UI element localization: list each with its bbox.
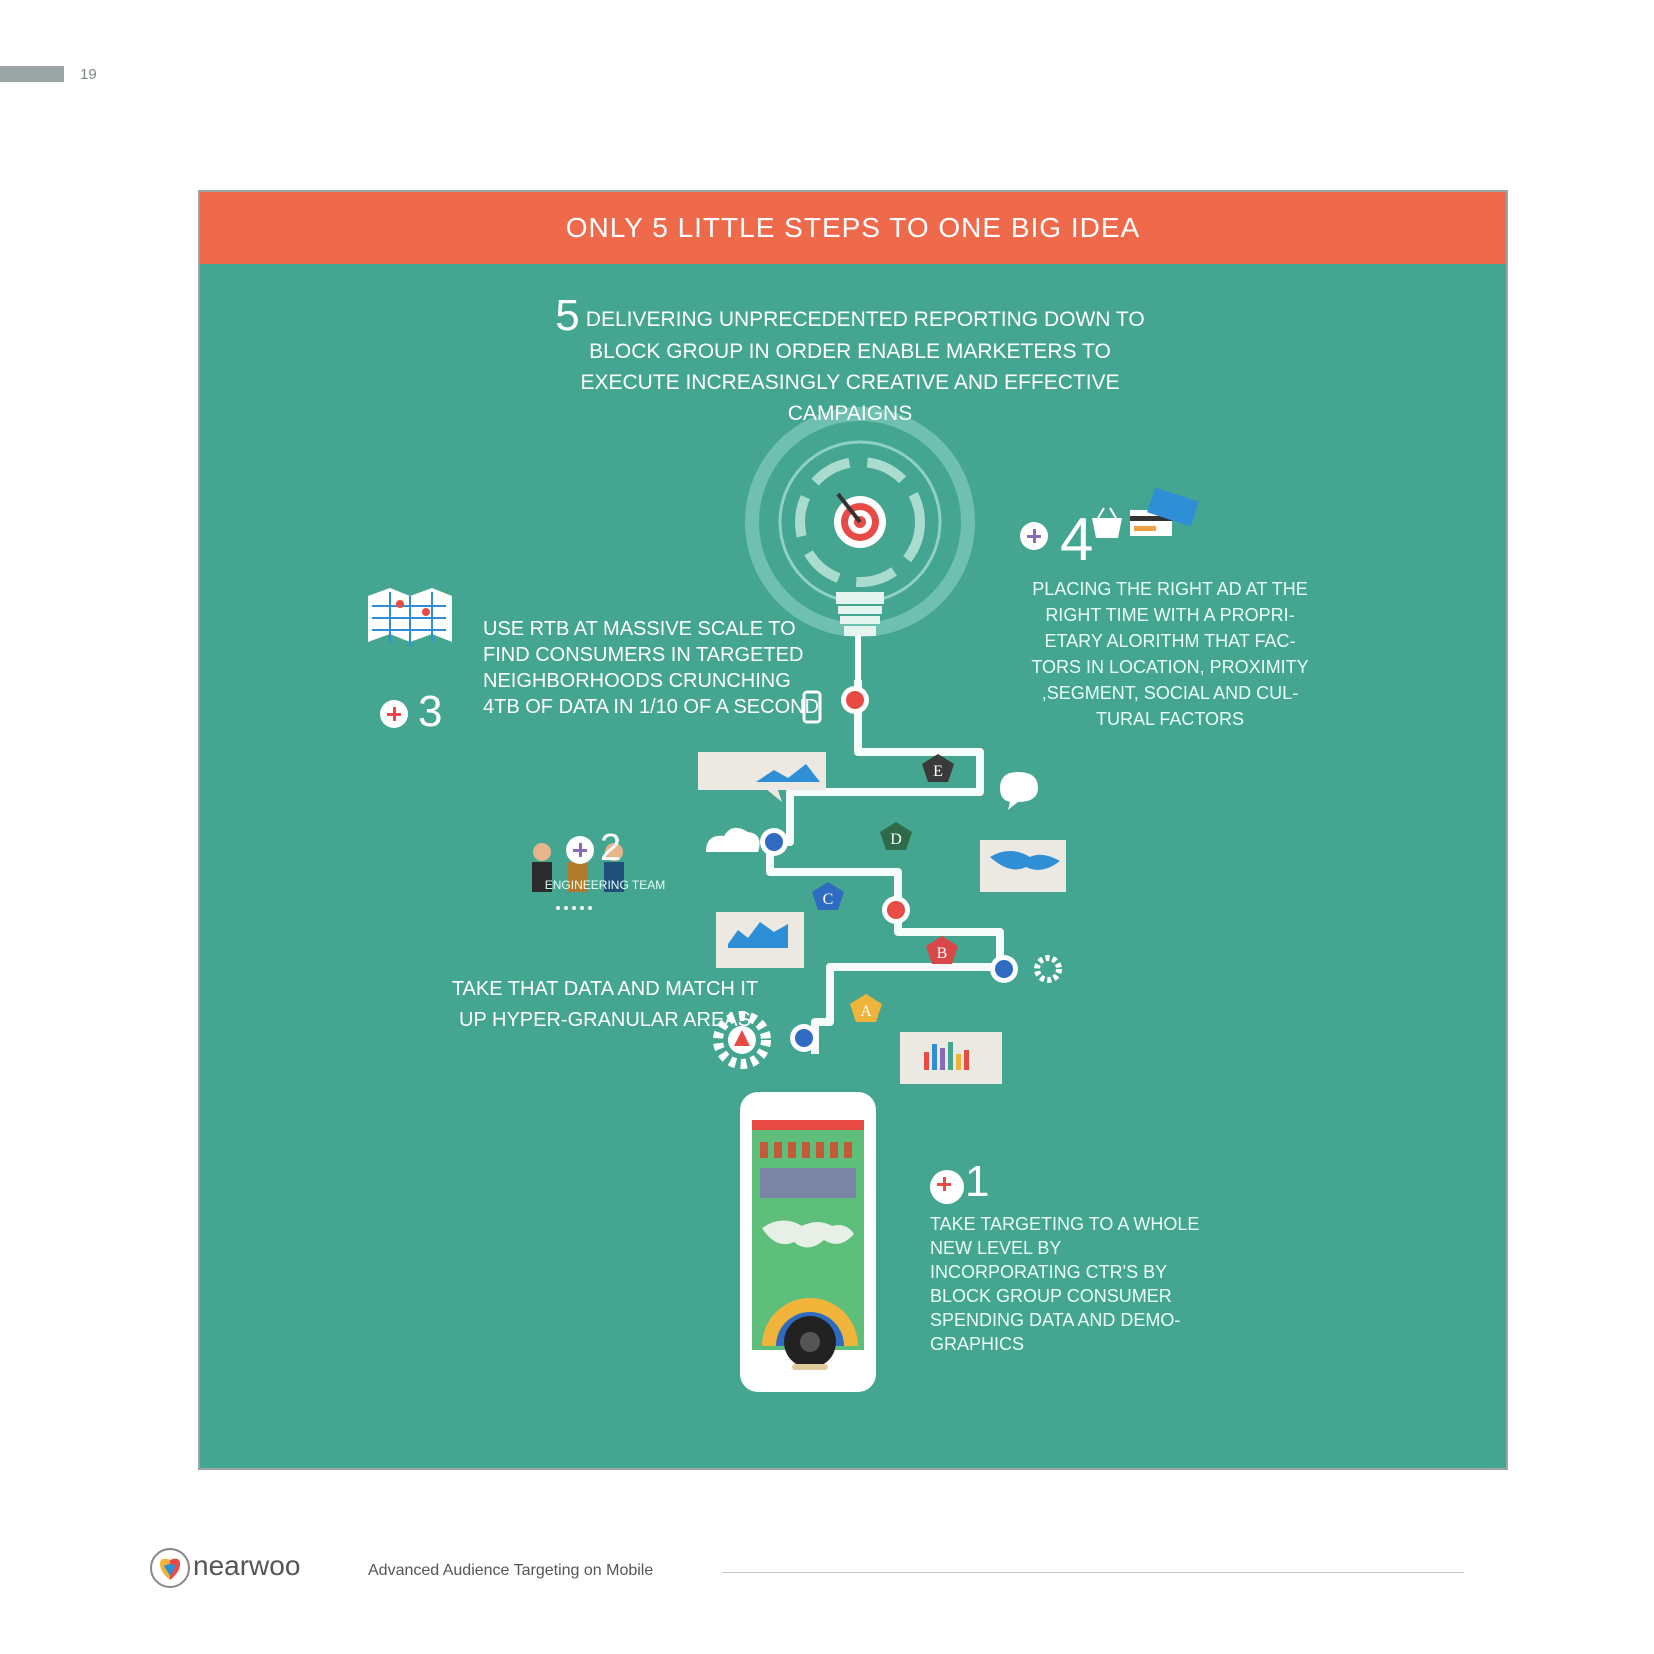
lightbulb-target-icon bbox=[745, 407, 975, 680]
infographic-panel: ONLY 5 LITTLE STEPS TO ONE BIG IDEA bbox=[198, 190, 1508, 1470]
infographic-title: ONLY 5 LITTLE STEPS TO ONE BIG IDEA bbox=[565, 212, 1141, 243]
smartphone-illustration bbox=[740, 1092, 876, 1392]
chart-card-left bbox=[716, 912, 804, 968]
step-3-number: 3 bbox=[418, 687, 443, 736]
step-5-text: DELIVERING UNPRECEDENTED REPORTING DOWN … bbox=[580, 308, 1145, 425]
map-icon bbox=[368, 588, 452, 646]
infographic-graphics: A B C D E bbox=[368, 407, 1199, 1392]
plus-icon-step-4 bbox=[1020, 522, 1048, 550]
phone-small-icon bbox=[802, 690, 822, 724]
page-marker-bar bbox=[0, 66, 64, 82]
basket-icon bbox=[1092, 507, 1122, 538]
footer-divider bbox=[722, 1572, 1464, 1573]
plus-icon-step-2 bbox=[566, 836, 594, 864]
credit-card-icon bbox=[1130, 487, 1199, 536]
path-node-markers bbox=[760, 686, 1018, 1052]
cloud-icon bbox=[706, 827, 760, 852]
gear-icon-small bbox=[1034, 955, 1062, 983]
step-4-text: PLACING THE RIGHT AD AT THE RIGHT TIME W… bbox=[1031, 579, 1309, 729]
bar-chart-card bbox=[900, 1032, 1002, 1084]
page-number: 19 bbox=[80, 66, 97, 83]
step-5-number: 5 bbox=[555, 291, 580, 340]
world-map-card bbox=[980, 840, 1066, 892]
engineering-team-label: ENGINEERING TEAM bbox=[544, 878, 666, 892]
footer-title: Advanced Audience Targeting on Mobile bbox=[368, 1562, 654, 1579]
step-1-text: TAKE TARGETING TO A WHOLE NEW LEVEL BY I… bbox=[930, 1214, 1200, 1354]
path-node-e: E bbox=[933, 763, 943, 780]
chat-icon bbox=[1000, 772, 1038, 810]
step-4-number: 4 bbox=[1060, 506, 1094, 573]
step-1-number: 1 bbox=[965, 1157, 990, 1206]
plus-icon-step-1 bbox=[930, 1170, 964, 1204]
infographic-banner: ONLY 5 LITTLE STEPS TO ONE BIG IDEA bbox=[200, 192, 1506, 264]
gear-icon-large bbox=[713, 1011, 771, 1069]
report-card-top bbox=[698, 752, 826, 802]
step-2-number: 2 bbox=[600, 827, 622, 869]
path-node-d: D bbox=[890, 831, 902, 848]
path-node-b: B bbox=[937, 945, 948, 962]
path-node-a: A bbox=[860, 1003, 872, 1020]
brand-name: nearwoo bbox=[193, 1550, 301, 1581]
path-node-c: C bbox=[823, 891, 834, 908]
step-2-text: TAKE THAT DATA AND MATCH IT UP HYPER-GRA… bbox=[451, 978, 759, 1031]
nearwoo-logo-icon bbox=[150, 1548, 190, 1588]
plus-icon-step-3 bbox=[380, 700, 408, 728]
step-3-text: USE RTB AT MASSIVE SCALE TO FIND CONSUME… bbox=[483, 618, 820, 718]
